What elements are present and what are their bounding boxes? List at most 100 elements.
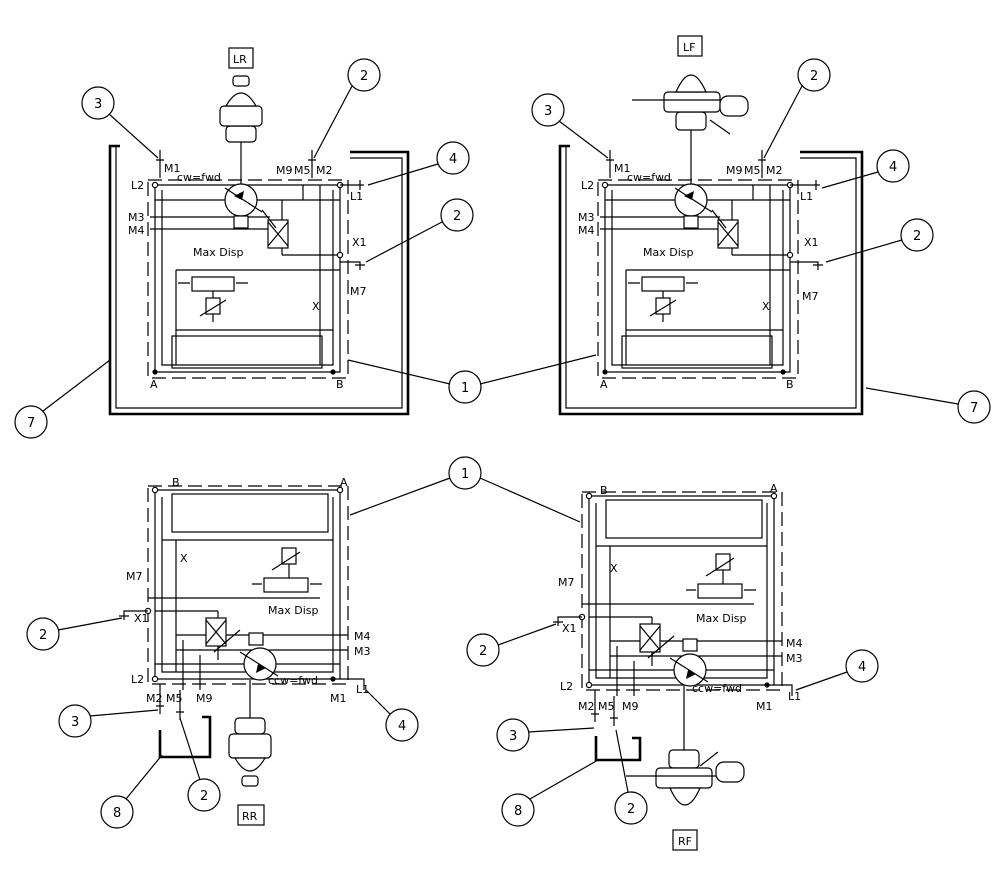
callout-8: 8 [113,806,121,821]
port-b: B [600,484,608,497]
port-m5: M5 [744,164,761,177]
port-m2: M2 [766,164,783,177]
port-m3: M3 [128,211,145,224]
max-disp-label: Max Disp [696,612,746,625]
port-m2: M2 [578,700,595,713]
port-l1: L1 [356,683,369,696]
wheel-label-rf: RF [678,835,692,848]
rotation-label: ccw=fwd [268,674,318,687]
port-m9: M9 [196,692,213,705]
circuit-lr: M1 L2 cw=fwd M9 M5 M2 L1 M3 M4 Max Disp … [14,47,597,439]
port-l2: L2 [581,179,594,192]
port-m9: M9 [276,164,293,177]
port-l2: L2 [131,179,144,192]
port-m1: M1 [614,162,631,175]
callout-2: 2 [479,644,487,659]
port-b: B [172,476,180,489]
port-b: B [786,378,794,391]
port-x1: X1 [562,622,577,635]
port-m7: M7 [802,290,819,303]
port-m7: M7 [350,285,367,298]
port-l1: L1 [788,690,801,703]
max-disp-label: Max Disp [268,604,318,617]
port-m7: M7 [126,570,143,583]
port-m1: M1 [164,162,181,175]
wheel-label-lf: LF [683,41,695,54]
callout-2: 2 [360,69,368,84]
port-x1: X1 [352,236,367,249]
port-m2: M2 [146,692,163,705]
port-m9: M9 [726,164,743,177]
port-m4: M4 [128,224,145,237]
rotation-label: ccw=fwd [692,682,742,695]
port-x: X [312,300,320,313]
max-disp-label: Max Disp [643,246,693,259]
port-m2: M2 [316,164,333,177]
callout-3: 3 [509,729,517,744]
pump-symbol [224,183,258,217]
wheel-assembly [234,717,266,735]
port-m1: M1 [756,700,773,713]
port-m4: M4 [578,224,595,237]
port-l2: L2 [560,680,573,693]
port-x: X [762,300,770,313]
callout-7: 7 [27,416,35,431]
callout-2: 2 [810,69,818,84]
motor-boundary [597,179,799,379]
motor-boundary [581,491,783,691]
callout-4: 4 [449,152,457,167]
port-a: A [150,378,158,391]
circuit-lf: M1 L2 cw=fwd M9 M5 M2 L1 M3 M4 Max Disp … [531,35,991,424]
callout-3: 3 [71,715,79,730]
callout-4: 4 [398,719,406,734]
port-l2: L2 [131,673,144,686]
wheel-assembly [675,111,707,131]
port-b: B [336,378,344,391]
enclosure-frame [558,144,864,416]
motor-boundary [147,179,349,379]
port-m3: M3 [354,645,371,658]
port-m5: M5 [166,692,183,705]
port-a: A [770,482,778,495]
circuit-rf: B A X M7 Max Disp X1 M4 M3 ccw=fwd L2 L1… [466,482,879,851]
wheel-assembly [668,749,700,769]
port-x1: X1 [134,612,149,625]
callout-4: 4 [889,160,897,175]
callout-4: 4 [858,660,866,675]
callout-3: 3 [94,97,102,112]
callout-1-bottom: 1 [461,467,469,482]
callout-2b: 2 [627,802,635,817]
circuit-rr: B A X M7 Max Disp X1 M4 M3 ccw=fwd L2 L1… [26,456,581,829]
port-x: X [610,562,618,575]
wheel-label-rr: RR [242,810,258,823]
callout-8: 8 [514,804,522,819]
callout-2b: 2 [913,229,921,244]
callout-7: 7 [970,401,978,416]
callout-2: 2 [39,628,47,643]
port-a: A [340,476,348,489]
port-x1: X1 [804,236,819,249]
max-disp-label: Max Disp [193,246,243,259]
port-m4: M4 [354,630,371,643]
port-m5: M5 [598,700,615,713]
pump-symbol [674,183,708,217]
port-x: X [180,552,188,565]
port-m5: M5 [294,164,311,177]
callout-2b: 2 [200,789,208,804]
rotation-label: cw=fwd [177,171,221,184]
port-m9: M9 [622,700,639,713]
port-a: A [600,378,608,391]
port-m7: M7 [558,576,575,589]
port-l1: L1 [800,190,813,203]
motor-boundary [147,485,349,685]
port-l1: L1 [350,190,363,203]
port-m3: M3 [786,652,803,665]
port-m3: M3 [578,211,595,224]
port-m1: M1 [330,692,347,705]
callout-3: 3 [544,104,552,119]
callout-1-top: 1 [461,381,469,396]
rotation-label: cw=fwd [627,171,671,184]
wheel-label-lr: LR [233,53,247,66]
callout-2b: 2 [453,209,461,224]
